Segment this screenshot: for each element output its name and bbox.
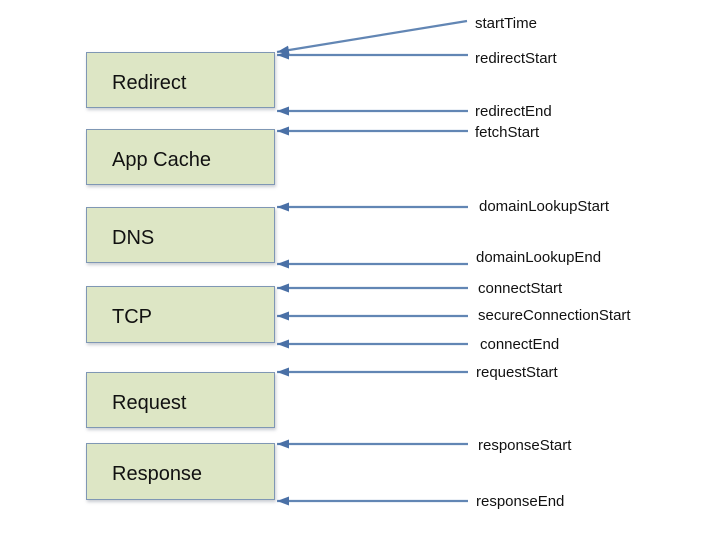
- event-label: redirectEnd: [475, 103, 552, 120]
- phase-box-label: Request: [112, 391, 187, 414]
- event-label: redirectStart: [475, 50, 557, 67]
- phase-box: Request: [86, 372, 275, 428]
- phase-box: TCP: [86, 286, 275, 343]
- phase-box: App Cache: [86, 129, 275, 185]
- event-label: requestStart: [476, 364, 558, 381]
- event-label: fetchStart: [475, 124, 540, 141]
- phase-box: Redirect: [86, 52, 275, 108]
- phase-box-label: TCP: [112, 306, 152, 328]
- phase-box-label: DNS: [112, 226, 155, 249]
- event-label: domainLookupEnd: [476, 249, 602, 266]
- phase-box-label: App Cache: [112, 148, 211, 171]
- event-label: responseStart: [478, 437, 572, 454]
- event-label: secureConnectionStart: [478, 307, 631, 324]
- phase-box: Response: [86, 443, 275, 500]
- event-label: responseEnd: [476, 493, 565, 510]
- phase-box: DNS: [86, 207, 275, 263]
- event-label: connectEnd: [480, 336, 560, 353]
- event-label: domainLookupStart: [479, 198, 610, 215]
- event-label: startTime: [475, 15, 537, 32]
- phase-box-label: Response: [112, 463, 203, 485]
- event-arrow: [276, 19, 468, 55]
- phase-box-label: Redirect: [112, 71, 187, 94]
- event-label: connectStart: [478, 280, 563, 297]
